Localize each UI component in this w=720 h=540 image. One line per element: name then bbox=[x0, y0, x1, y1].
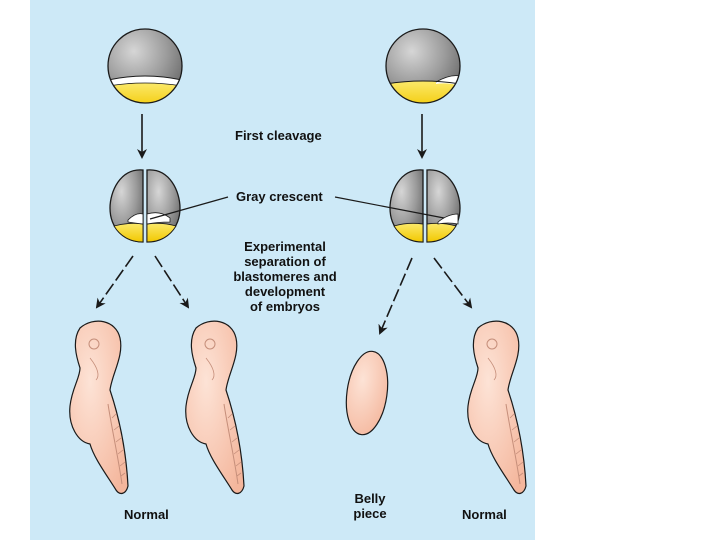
label-gray-crescent: Gray crescent bbox=[236, 189, 323, 204]
label-experimental-line-4: development bbox=[215, 284, 355, 299]
label-experimental-line-1: Experimental bbox=[215, 239, 355, 254]
label-experimental-line-2: separation of bbox=[215, 254, 355, 269]
diagram-panel: First cleavage Gray crescent Experimenta… bbox=[30, 0, 535, 540]
label-normal-right: Normal bbox=[462, 507, 507, 522]
label-belly-line-2: piece bbox=[345, 506, 395, 521]
label-experimental-line-5: of embryos bbox=[215, 299, 355, 314]
label-experimental-line-3: blastomeres and bbox=[215, 269, 355, 284]
label-first-cleavage: First cleavage bbox=[235, 128, 322, 143]
label-experimental-block: Experimental separation of blastomeres a… bbox=[215, 239, 355, 314]
label-normal-left: Normal bbox=[124, 507, 169, 522]
label-belly-piece: Belly piece bbox=[345, 491, 395, 521]
label-belly-line-1: Belly bbox=[345, 491, 395, 506]
